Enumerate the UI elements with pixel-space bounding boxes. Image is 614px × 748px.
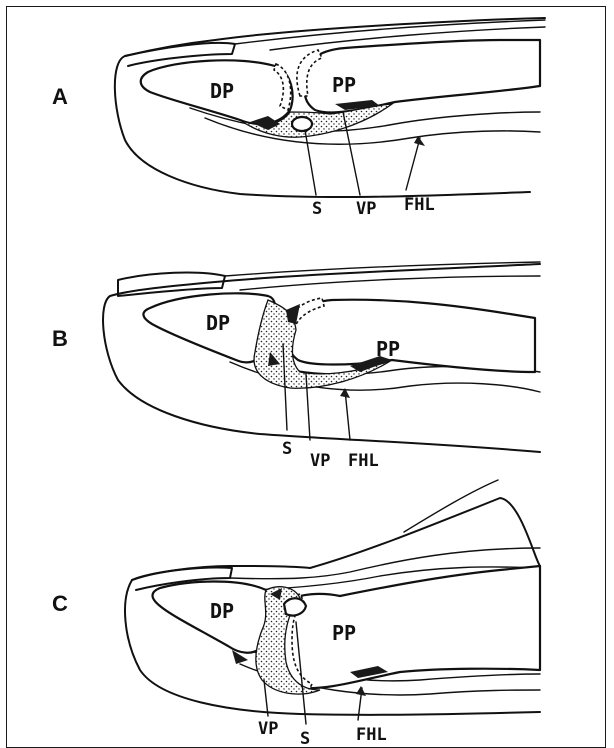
panel-b-diagram: DP PP S VP FHL — [103, 262, 540, 471]
panel-c-label-pp: PP — [332, 621, 356, 645]
panel-c-label-dp: DP — [210, 599, 234, 623]
panel-a-label-pp: PP — [332, 73, 356, 97]
panel-c-label-fhl: FHL — [356, 725, 387, 745]
panel-b-proximal-phalanx — [289, 300, 535, 372]
panel-b-nail — [118, 273, 225, 296]
panel-a-label-fhl: FHL — [404, 195, 435, 215]
panel-a-diagram: DP PP S VP FHL — [115, 18, 545, 219]
panel-b-label-vp: VP — [310, 451, 330, 471]
panel-a-pointer-s — [305, 130, 316, 195]
panel-a-label-vp: VP — [356, 199, 376, 219]
panel-c-label-s: S — [300, 729, 310, 748]
panel-b-label-dp: DP — [206, 311, 230, 335]
panel-b-label-s: S — [282, 439, 292, 459]
panel-c-diagram: DP PP VP S FHL — [125, 480, 540, 748]
panel-b-label-fhl: FHL — [348, 451, 379, 471]
panel-c-label-vp: VP — [258, 719, 278, 739]
panel-a-label-dp: DP — [210, 79, 234, 103]
panel-a-label-s: S — [312, 199, 322, 219]
panel-b-label-pp: PP — [376, 337, 400, 361]
panel-a-pointer-fhl — [406, 138, 420, 190]
panel-c-sesamoid — [284, 598, 306, 615]
panel-a-sesamoid — [292, 117, 312, 131]
